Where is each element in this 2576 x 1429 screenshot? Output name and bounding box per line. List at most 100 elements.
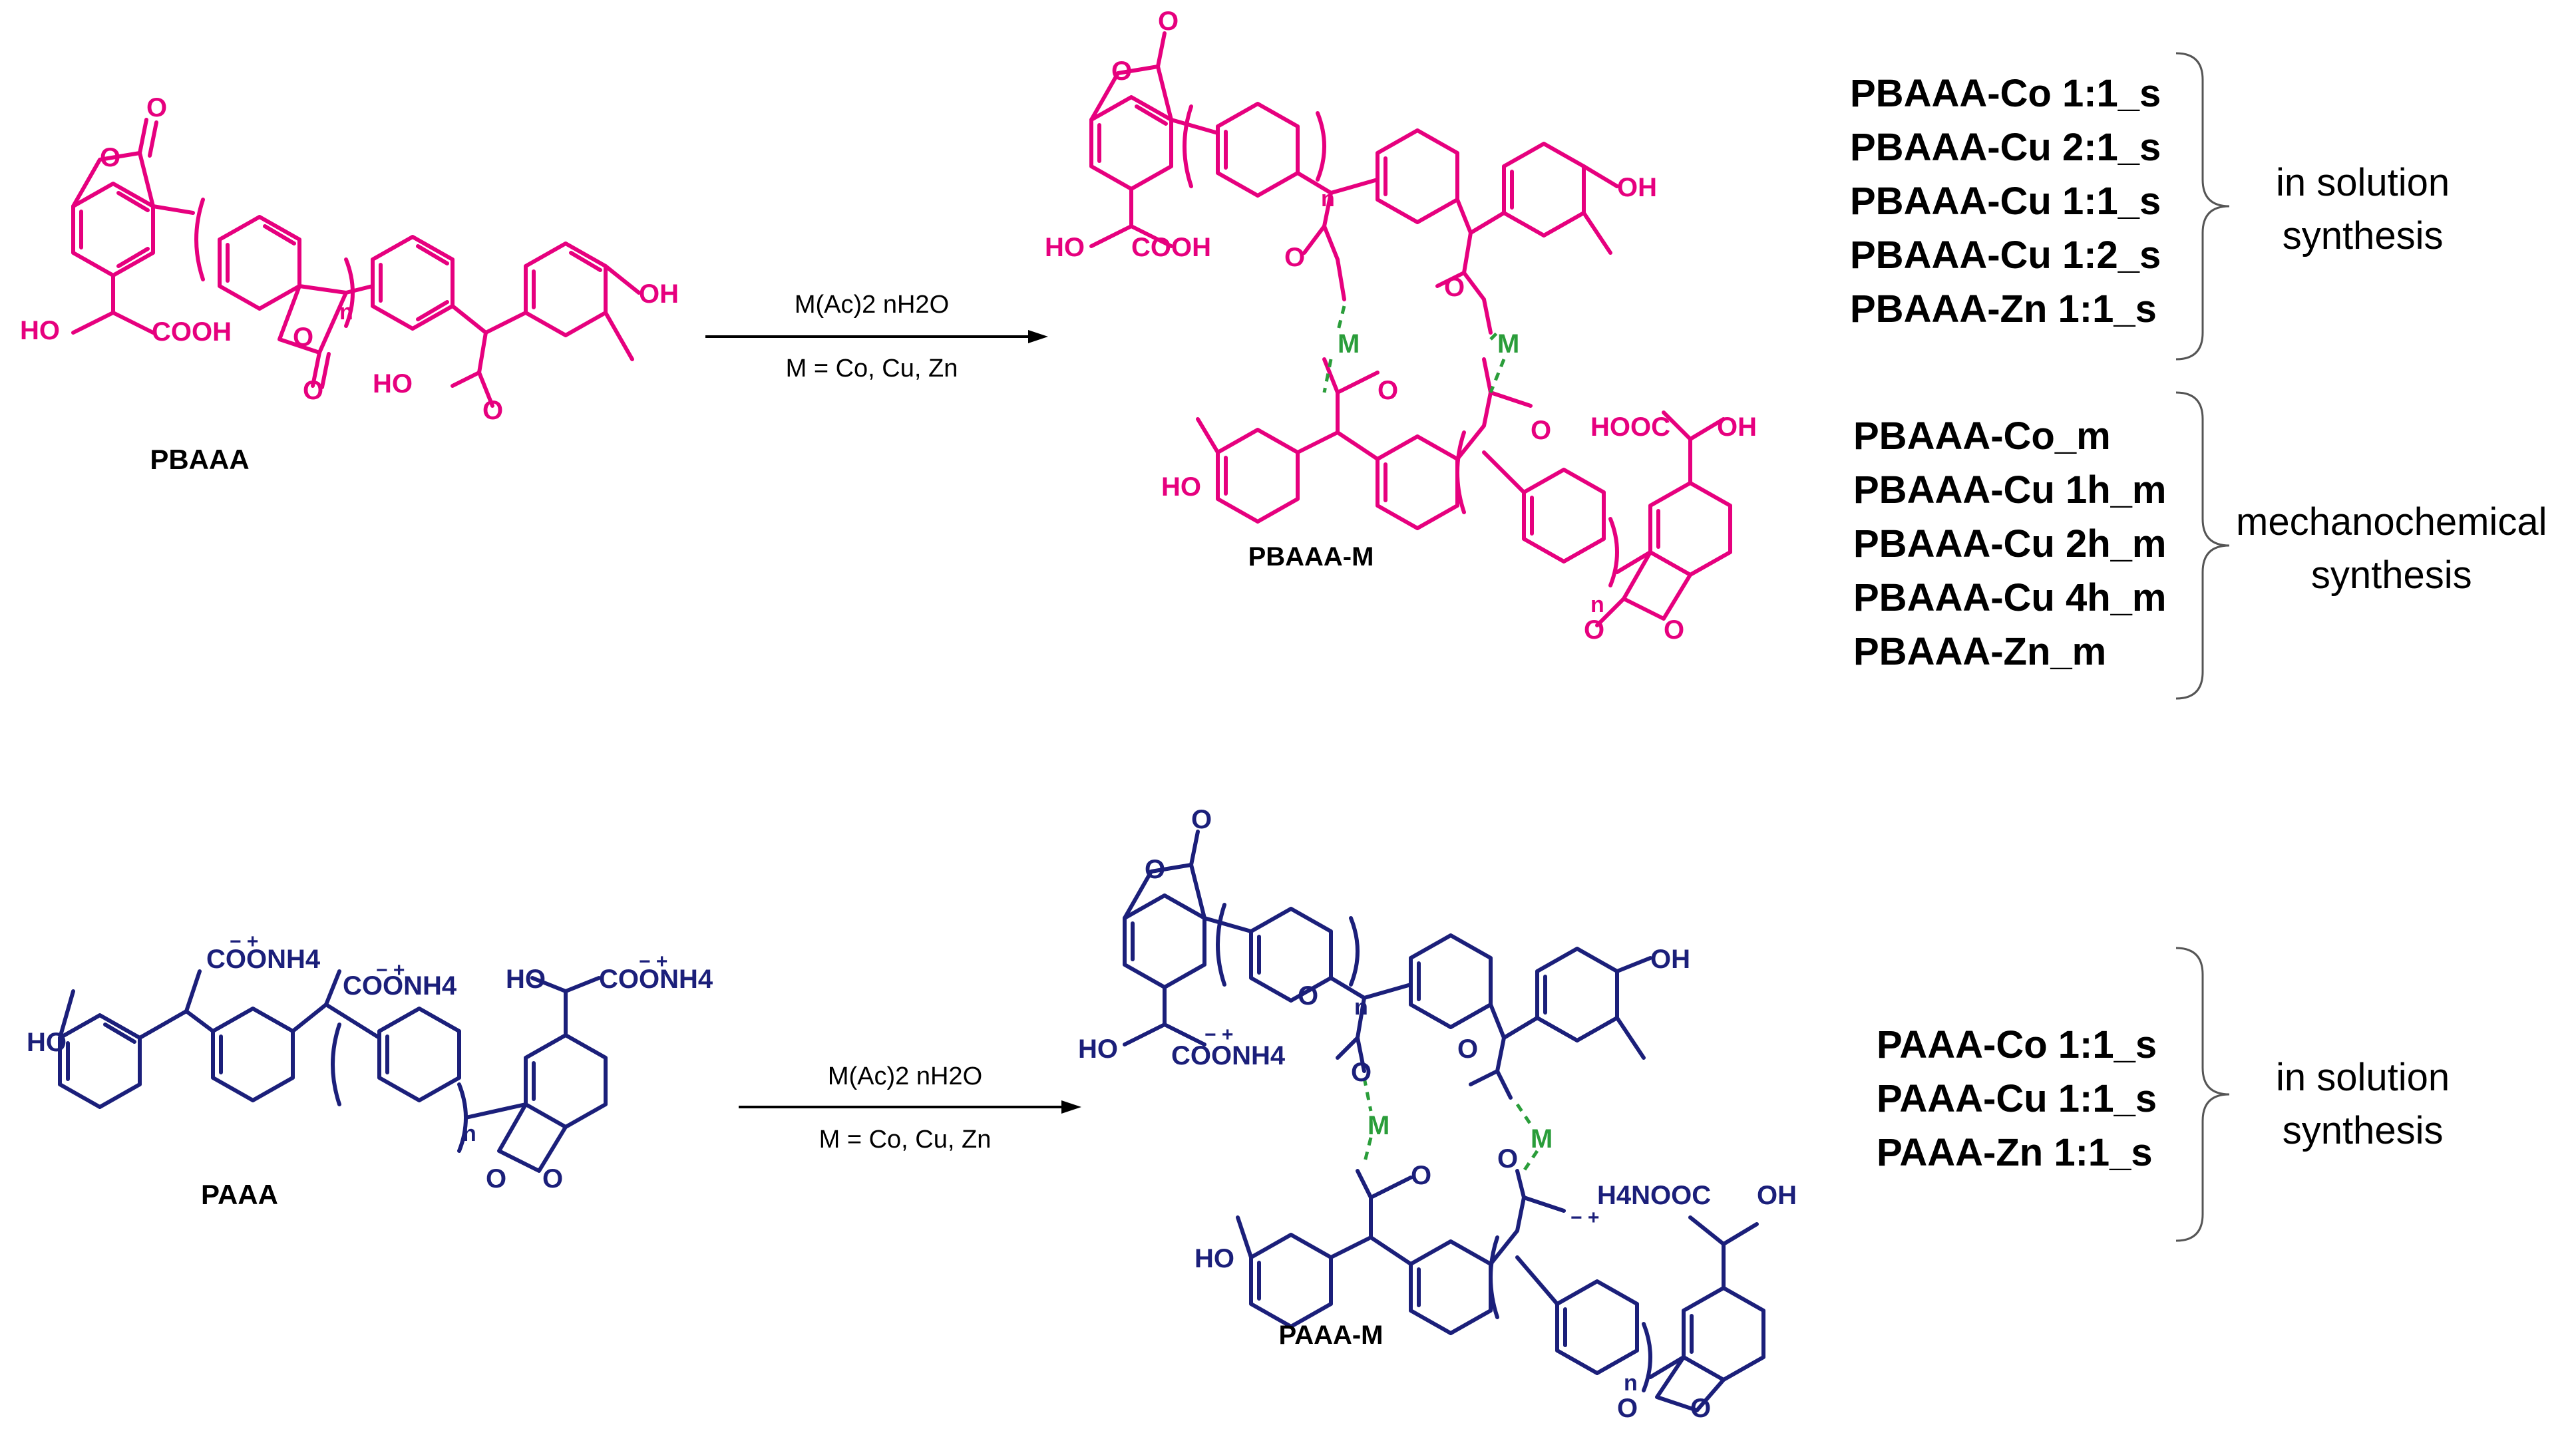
svg-text:O: O: [1617, 1394, 1638, 1423]
svg-text:COONH4: COONH4: [206, 945, 321, 974]
bottom-arrow-metals: M = Co, Cu, Zn: [819, 1126, 992, 1154]
paaa-m-metal-atoms: M M: [1368, 1111, 1553, 1154]
svg-text:O: O: [486, 1164, 506, 1193]
svg-text:HO: HO: [373, 369, 413, 398]
svg-text:M: M: [1497, 329, 1519, 359]
sample-name: PBAAA-Co_m: [1853, 414, 2111, 458]
svg-text:O: O: [1158, 7, 1179, 36]
pbaaa-m-metal-atoms: M M: [1338, 329, 1519, 359]
svg-text:O: O: [1111, 57, 1132, 86]
svg-text:n: n: [462, 1121, 476, 1146]
svg-text:− +: − +: [1570, 1207, 1599, 1229]
paaa-m-metal-links: [1362, 1077, 1539, 1172]
sample-name: PBAAA-Cu 2:1_s: [1850, 126, 2161, 169]
paaa-label: PAAA: [201, 1179, 278, 1210]
svg-text:OH: OH: [1757, 1181, 1797, 1210]
svg-text:O: O: [293, 323, 313, 352]
svg-text:HO: HO: [1195, 1244, 1234, 1273]
svg-text:OH: OH: [1650, 945, 1690, 974]
svg-text:OH: OH: [1717, 412, 1757, 442]
svg-text:COOH: COOH: [1131, 233, 1211, 262]
pbaaa-m-label: PBAAA-M: [1248, 542, 1374, 571]
svg-text:− +: − +: [230, 931, 258, 953]
pbaaa-m-metal-links: [1322, 305, 1506, 393]
svg-text:H4NOOC: H4NOOC: [1597, 1181, 1711, 1210]
paaa-m-labels: O O HO COONH4 − + O n O O OH HO O O − + …: [1078, 805, 1797, 1423]
svg-text:O: O: [1690, 1394, 1711, 1423]
svg-text:O: O: [1351, 1058, 1372, 1087]
pbaaa-m-labels: O O HO COOH n O O OH HO O O HOOC OH n O …: [1045, 7, 1757, 645]
sample-name: PBAAA-Zn_m: [1853, 630, 2107, 673]
pbaaa-labels: O O HO COOH O O n HO O OH: [20, 93, 679, 425]
svg-text:O: O: [482, 396, 503, 425]
svg-text:O: O: [303, 376, 323, 405]
svg-text:O: O: [1411, 1161, 1431, 1190]
svg-text:O: O: [1284, 243, 1305, 272]
svg-text:M: M: [1531, 1124, 1553, 1154]
svg-text:O: O: [1497, 1144, 1518, 1174]
svg-text:− +: − +: [1204, 1024, 1233, 1046]
top-mechano-method: mechanochemical synthesis: [2236, 500, 2547, 597]
svg-text:COONH4: COONH4: [343, 971, 457, 1001]
svg-text:HOOC: HOOC: [1590, 412, 1670, 442]
braces: [2175, 52, 2230, 1242]
svg-text:HO: HO: [27, 1028, 67, 1057]
svg-text:OH: OH: [639, 279, 679, 309]
svg-text:− +: − +: [376, 959, 405, 981]
svg-text:O: O: [146, 93, 167, 122]
svg-text:O: O: [1457, 1034, 1478, 1064]
svg-text:COONH4: COONH4: [1171, 1041, 1286, 1070]
top-reaction-arrow: M(Ac)2 nH2O M = Co, Cu, Zn: [705, 291, 1048, 383]
top-mechano-sample-list: PBAAA-Co_m PBAAA-Cu 1h_m PBAAA-Cu 2h_m P…: [1853, 409, 2167, 679]
svg-text:HO: HO: [1161, 472, 1201, 502]
svg-text:COOH: COOH: [152, 317, 232, 347]
pbaaa-m-structure: [1089, 31, 1732, 627]
svg-text:n: n: [339, 299, 353, 325]
svg-text:HO: HO: [1045, 233, 1085, 262]
sample-name: PAAA-Co 1:1_s: [1877, 1023, 2157, 1066]
svg-text:O: O: [100, 143, 120, 172]
svg-text:COONH4: COONH4: [599, 965, 713, 994]
bottom-solution-method: in solution synthesis: [2276, 1056, 2450, 1152]
bottom-arrow-reagent: M(Ac)2 nH2O: [828, 1062, 982, 1090]
svg-text:HO: HO: [506, 965, 546, 994]
sample-name: PBAAA-Cu 4h_m: [1853, 576, 2167, 619]
svg-text:− +: − +: [639, 951, 667, 973]
sample-name: PBAAA-Co 1:1_s: [1850, 72, 2161, 115]
svg-text:O: O: [1444, 273, 1465, 302]
paaa-structure: [58, 969, 608, 1173]
brace-top-mechano: [2175, 391, 2230, 700]
sample-name: PBAAA-Cu 2h_m: [1853, 522, 2167, 565]
svg-text:O: O: [1145, 855, 1165, 884]
svg-text:O: O: [1298, 981, 1318, 1011]
sample-name: PBAAA-Cu 1:2_s: [1850, 234, 2161, 277]
pbaaa-structure: [71, 118, 641, 408]
top-arrow-reagent: M(Ac)2 nH2O: [795, 291, 949, 319]
paaa-m-structure: [1123, 830, 1765, 1412]
bottom-reaction-arrow: M(Ac)2 nH2O M = Co, Cu, Zn: [739, 1062, 1081, 1154]
sample-name: PBAAA-Cu 1:1_s: [1850, 180, 2161, 223]
sample-name: PAAA-Cu 1:1_s: [1877, 1077, 2157, 1120]
svg-text:O: O: [1191, 805, 1212, 834]
svg-text:n: n: [1354, 995, 1368, 1020]
sample-name: PBAAA-Zn 1:1_s: [1850, 287, 2157, 331]
brace-top-solution: [2175, 52, 2230, 361]
bottom-solution-sample-list: PAAA-Co 1:1_s PAAA-Cu 1:1_s PAAA-Zn 1:1_…: [1877, 1018, 2157, 1180]
svg-text:HO: HO: [20, 316, 60, 345]
sample-name: PAAA-Zn 1:1_s: [1877, 1131, 2153, 1174]
top-solution-sample-list: PBAAA-Co 1:1_s PBAAA-Cu 2:1_s PBAAA-Cu 1…: [1850, 67, 2161, 336]
brace-bottom-solution: [2175, 947, 2230, 1242]
svg-text:O: O: [1378, 376, 1398, 405]
pbaaa-label: PBAAA: [150, 444, 249, 475]
svg-text:M: M: [1368, 1111, 1389, 1140]
svg-text:n: n: [1321, 186, 1335, 212]
svg-text:O: O: [1664, 615, 1684, 645]
top-solution-method: in solution synthesis: [2276, 161, 2450, 257]
svg-text:O: O: [542, 1164, 563, 1193]
svg-text:O: O: [1531, 416, 1551, 445]
svg-text:HO: HO: [1078, 1034, 1118, 1064]
svg-text:n: n: [1590, 592, 1604, 617]
sample-name: PBAAA-Cu 1h_m: [1853, 468, 2167, 512]
